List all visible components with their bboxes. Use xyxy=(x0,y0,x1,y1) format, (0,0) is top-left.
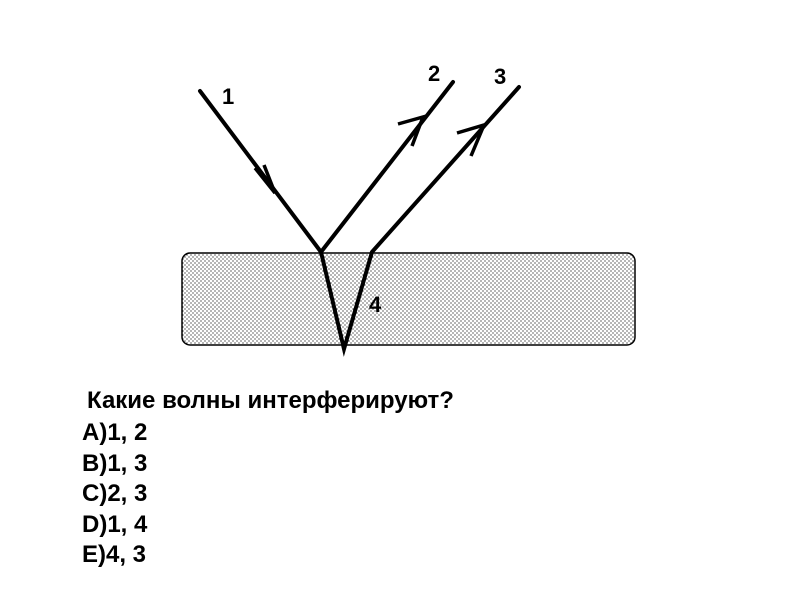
ray-1-incident xyxy=(198,89,323,254)
answer-options: A)1, 2 B)1, 3 C)2, 3 D)1, 4 E)4, 3 xyxy=(82,418,682,571)
question-text: Какие волны интерферируют? xyxy=(87,387,454,414)
ray-3-arrowhead xyxy=(456,122,488,157)
option-a[interactable]: A)1, 2 xyxy=(82,419,148,446)
ray-4-refracted-path xyxy=(319,251,374,357)
film-plate xyxy=(181,252,636,346)
option-b[interactable]: B)1, 3 xyxy=(82,449,148,477)
ray-3-emerging xyxy=(370,85,521,254)
ray-4-label: 4 xyxy=(369,292,382,317)
thin-film-diagram: 1 2 3 4 xyxy=(181,61,636,357)
ray-2-label: 2 xyxy=(428,61,440,86)
ray-2-arrowhead xyxy=(397,114,426,147)
question-block: Какие волны интерферируют? A)1, 2 B)1, 3… xyxy=(82,384,682,571)
ray-3-label: 3 xyxy=(494,64,506,89)
option-e[interactable]: E)4, 3 xyxy=(82,541,147,568)
ray-1-label: 1 xyxy=(222,84,234,109)
option-c[interactable]: C)2, 3 xyxy=(82,480,148,507)
option-d[interactable]: D)1, 4 xyxy=(82,510,148,538)
ray-1-arrowhead xyxy=(253,164,277,195)
ray-2-reflected xyxy=(319,80,455,254)
